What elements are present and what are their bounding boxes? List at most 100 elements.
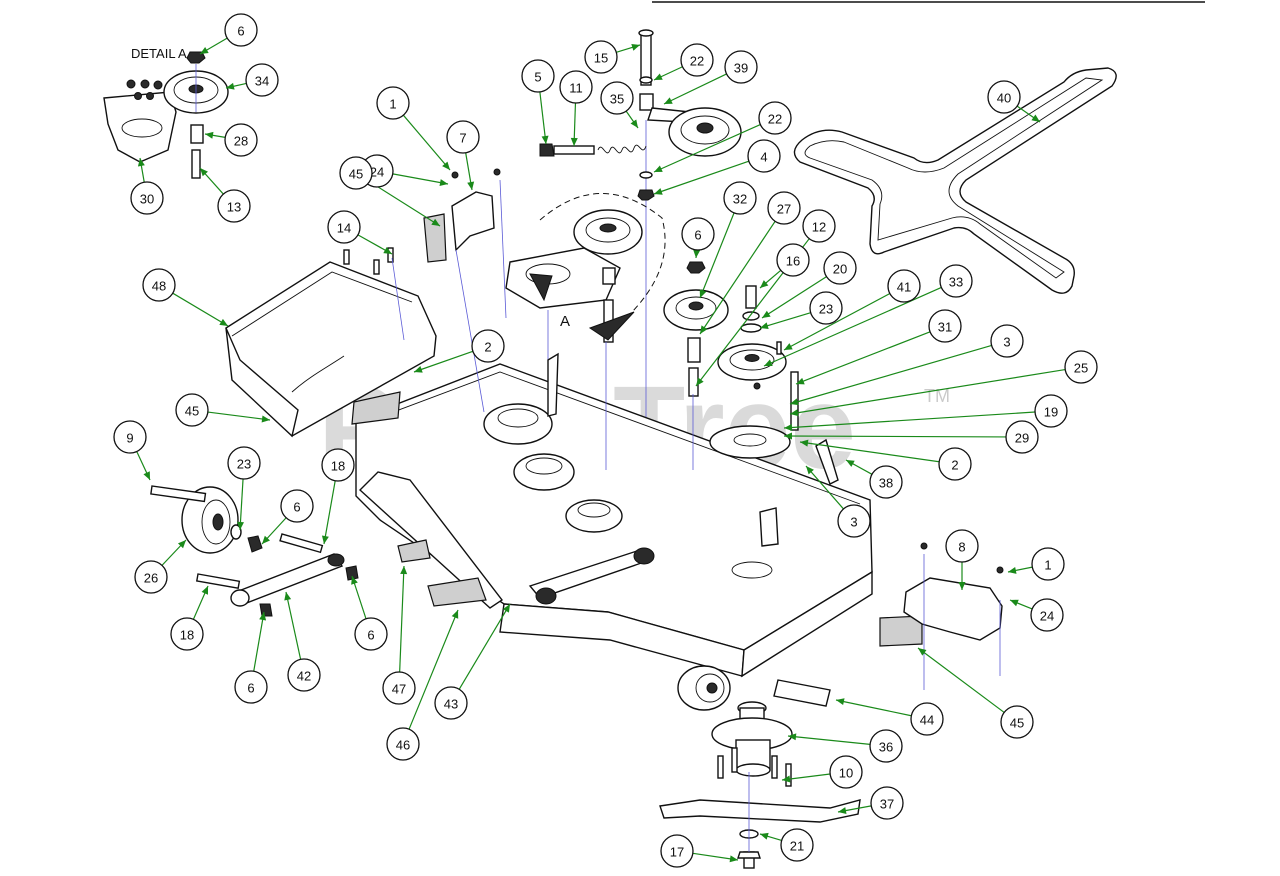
callout-leader-39: [663, 73, 727, 105]
callout-arrowhead-21: [760, 832, 769, 840]
callout-32[interactable]: 32: [723, 181, 757, 215]
callout-43[interactable]: 43: [434, 686, 468, 720]
callout-arrowhead-43: [502, 604, 510, 613]
callout-17[interactable]: 17: [660, 834, 694, 868]
right-bolt: [688, 367, 699, 397]
callout-48[interactable]: 48: [142, 268, 176, 302]
callout-arrowhead-9: [143, 471, 150, 480]
callout-8[interactable]: 8: [945, 529, 979, 563]
callout-arrowhead-6: [693, 249, 701, 258]
callout-7[interactable]: 7: [446, 120, 480, 154]
callout-39[interactable]: 39: [724, 50, 758, 84]
key-pin: [776, 341, 782, 355]
callout-40[interactable]: 40: [987, 80, 1021, 114]
callout-circle: [758, 101, 792, 135]
callout-23[interactable]: 23: [227, 446, 261, 480]
callout-22[interactable]: 22: [680, 43, 714, 77]
callout-circle: [245, 63, 279, 97]
callout-23[interactable]: 23: [809, 291, 843, 325]
callout-42[interactable]: 42: [287, 658, 321, 692]
callout-15[interactable]: 15: [584, 40, 618, 74]
callout-26[interactable]: 26: [134, 560, 168, 594]
link-nut-lower: [259, 603, 273, 617]
callout-2[interactable]: 2: [471, 329, 505, 363]
callout-35[interactable]: 35: [600, 81, 634, 115]
callout-28[interactable]: 28: [224, 123, 258, 157]
callout-6[interactable]: 6: [280, 489, 314, 523]
callout-29[interactable]: 29: [1005, 420, 1039, 454]
callout-circle: [767, 191, 801, 225]
callout-3[interactable]: 3: [837, 504, 871, 538]
callout-number: 41: [897, 280, 911, 295]
callout-1[interactable]: 1: [376, 86, 410, 120]
callout-6[interactable]: 6: [224, 13, 258, 47]
callout-44[interactable]: 44: [910, 702, 944, 736]
callout-14[interactable]: 14: [327, 210, 361, 244]
callout-41[interactable]: 41: [887, 269, 921, 303]
callout-arrowhead-6: [351, 576, 358, 585]
callout-number: 24: [370, 165, 384, 180]
callout-24[interactable]: 24: [1030, 598, 1064, 632]
cover-bolt: [373, 259, 380, 275]
callout-leader-43: [458, 603, 511, 690]
callout-21[interactable]: 21: [780, 828, 814, 862]
callout-16[interactable]: 16: [776, 243, 810, 277]
callout-circle: [724, 50, 758, 84]
callout-arrowhead-6: [259, 612, 267, 621]
callout-10[interactable]: 10: [829, 755, 863, 789]
callout-34[interactable]: 34: [245, 63, 279, 97]
detail-plate-hole: [121, 118, 163, 138]
callout-45[interactable]: 45: [175, 393, 209, 427]
callout-31[interactable]: 31: [928, 309, 962, 343]
callout-1[interactable]: 1: [1031, 547, 1065, 581]
callout-5[interactable]: 5: [521, 59, 555, 93]
link-arm-bushing: [230, 589, 250, 607]
callout-6[interactable]: 6: [354, 617, 388, 651]
callout-arrowhead-2: [800, 439, 809, 447]
leader-lines: [136, 37, 1066, 863]
callout-arrowhead-25: [790, 409, 799, 417]
callout-27[interactable]: 27: [767, 191, 801, 225]
callout-circle: [224, 13, 258, 47]
callout-number: 31: [938, 320, 952, 335]
right-drive-hub: [744, 354, 760, 362]
callout-30[interactable]: 30: [130, 181, 164, 215]
callout-33[interactable]: 33: [939, 264, 973, 298]
callout-20[interactable]: 20: [823, 251, 857, 285]
callout-number: 20: [833, 262, 847, 277]
callout-46[interactable]: 46: [386, 727, 420, 761]
callout-12[interactable]: 12: [802, 209, 836, 243]
callout-6[interactable]: 6: [681, 217, 715, 251]
callout-13[interactable]: 13: [217, 189, 251, 223]
wheel-nut: [247, 535, 263, 553]
spindle-washer-b: [740, 323, 762, 333]
callout-6[interactable]: 6: [234, 670, 268, 704]
callout-9[interactable]: 9: [113, 420, 147, 454]
callout-leader-10: [781, 773, 831, 781]
callout-2[interactable]: 2: [938, 447, 972, 481]
callout-22[interactable]: 22: [758, 101, 792, 135]
callout-38[interactable]: 38: [869, 465, 903, 499]
callout-circle: [945, 529, 979, 563]
rear-link-end: [535, 587, 557, 605]
callout-number: 43: [444, 697, 458, 712]
callout-11[interactable]: 11: [559, 70, 593, 104]
callout-18[interactable]: 18: [170, 617, 204, 651]
callout-leader-20: [761, 276, 827, 319]
tension-spring: [597, 144, 647, 154]
callout-number: 42: [297, 669, 311, 684]
callout-4[interactable]: 4: [747, 139, 781, 173]
callout-25[interactable]: 25: [1064, 350, 1098, 384]
callout-number: 8: [958, 540, 965, 555]
callout-45[interactable]: 45: [339, 156, 373, 190]
callout-47[interactable]: 47: [382, 671, 416, 705]
callout-36[interactable]: 36: [869, 729, 903, 763]
callout-45[interactable]: 45: [1000, 705, 1034, 739]
callout-37[interactable]: 37: [870, 786, 904, 820]
callout-19[interactable]: 19: [1034, 394, 1068, 428]
callout-3[interactable]: 3: [990, 324, 1024, 358]
deck-guide: [391, 257, 405, 341]
callout-circle: [280, 489, 314, 523]
callout-18[interactable]: 18: [321, 448, 355, 482]
